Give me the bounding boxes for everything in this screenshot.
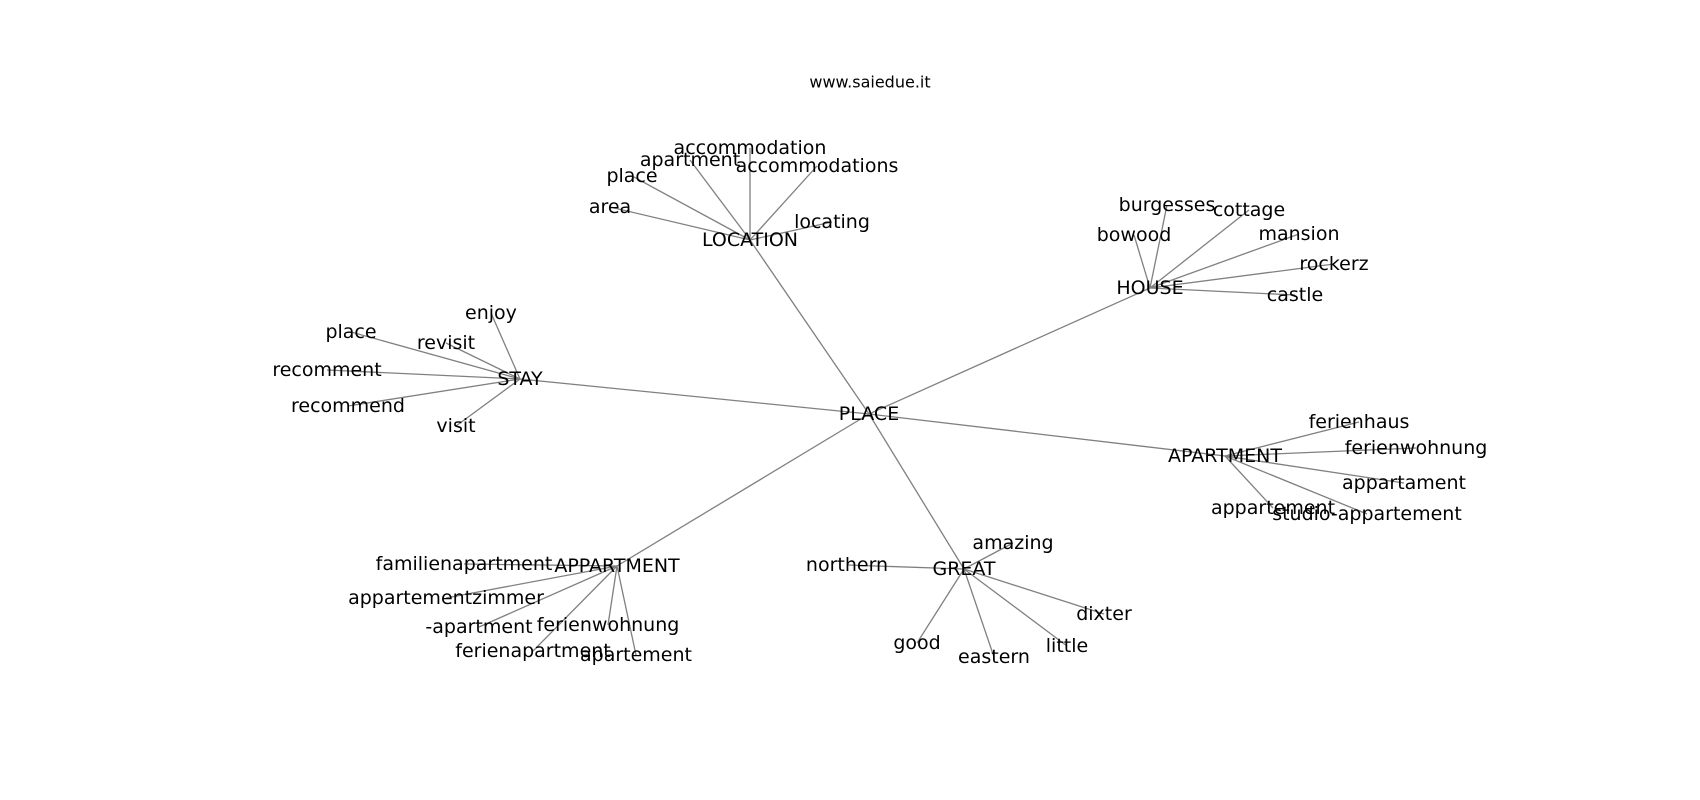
leaf-node-great-3: good — [893, 632, 940, 654]
root-node-label: PLACE — [839, 403, 899, 425]
leaf-node-location-3: accommodation — [674, 137, 827, 159]
edge-appartment-leaf-2 — [478, 565, 618, 628]
leaf-node-stay-1: place — [325, 321, 376, 343]
edge-great-leaf-3 — [916, 568, 965, 644]
edge-house-leaf-0 — [1133, 234, 1151, 289]
hub-node-appartment: APPARTMENT — [554, 555, 680, 577]
leaf-node-appartment-5: apartement — [580, 644, 692, 666]
leaf-node-location-1: place — [606, 165, 657, 187]
edge-root-house — [868, 287, 1151, 415]
edge-root-great — [868, 413, 965, 570]
edge-apartment-leaf-1 — [1224, 447, 1417, 457]
edge-appartment-leaf-5 — [616, 565, 637, 656]
edge-house-leaf-2 — [1149, 209, 1250, 289]
leaf-node-house-1: burgesses — [1119, 194, 1216, 216]
edge-apartment-leaf-3 — [1224, 455, 1274, 509]
edge-stay-leaf-4 — [347, 378, 521, 407]
edge-apartment-leaf-0 — [1224, 421, 1360, 457]
leaf-node-location-4: accommodations — [736, 155, 899, 177]
edge-stay-leaf-0 — [490, 312, 521, 380]
edge-appartment-leaf-4 — [532, 565, 618, 652]
leaf-node-stay-5: visit — [436, 415, 475, 437]
leaf-node-appartment-3: ferienwohnung — [537, 614, 680, 636]
edge-stay-leaf-5 — [455, 378, 521, 427]
leaf-node-appartment-2: -apartment — [425, 616, 532, 638]
leaf-node-great-2: dixter — [1076, 603, 1132, 625]
leaf-node-house-2: cottage — [1213, 199, 1285, 221]
edge-great-leaf-5 — [963, 568, 1068, 647]
edge-root-appartment — [616, 413, 870, 567]
leaf-node-great-0: amazing — [972, 532, 1053, 554]
edge-root-stay — [519, 378, 870, 415]
leaf-node-location-2: apartment — [640, 149, 740, 171]
edge-great-leaf-0 — [963, 542, 1014, 570]
edge-apartment-leaf-4 — [1224, 455, 1368, 515]
hub-node-stay: STAY — [497, 368, 543, 390]
leaf-node-location-5: locating — [794, 211, 870, 233]
edge-house-leaf-3 — [1149, 233, 1300, 289]
edge-stay-leaf-1 — [350, 331, 521, 380]
leaf-node-house-3: mansion — [1258, 223, 1339, 245]
edge-appartment-leaf-1 — [445, 565, 618, 599]
leaf-node-stay-3: recomment — [272, 359, 381, 381]
edge-house-leaf-4 — [1149, 263, 1335, 289]
leaf-node-house-5: castle — [1267, 284, 1323, 306]
edge-apartment-leaf-2 — [1224, 455, 1405, 484]
hub-node-house: HOUSE — [1116, 277, 1183, 299]
edge-location-leaf-4 — [749, 165, 818, 241]
edge-location-leaf-2 — [689, 159, 751, 241]
node-layer: PLACELOCATIONareaplaceapartmentaccommoda… — [272, 137, 1487, 668]
leaf-node-stay-4: recommend — [291, 395, 405, 417]
edge-appartment-leaf-0 — [463, 563, 618, 567]
hub-node-great: GREAT — [932, 558, 995, 580]
leaf-node-appartment-0: familienapartment — [376, 553, 553, 575]
leaf-node-house-4: rockerz — [1299, 253, 1368, 275]
edge-stay-leaf-2 — [445, 342, 521, 380]
edge-great-leaf-1 — [846, 564, 965, 570]
edge-great-leaf-2 — [963, 568, 1105, 615]
leaf-node-great-5: little — [1046, 635, 1088, 657]
edge-layer — [326, 148, 1417, 658]
leaf-node-apartment-1: ferienwohnung — [1345, 437, 1488, 459]
edge-stay-leaf-3 — [326, 369, 521, 380]
edge-root-apartment — [868, 413, 1226, 457]
leaf-node-stay-2: revisit — [417, 332, 475, 354]
edge-location-leaf-5 — [749, 221, 833, 241]
leaf-node-great-1: northern — [806, 554, 888, 576]
edge-root-location — [749, 239, 870, 415]
leaf-node-location-0: area — [589, 196, 631, 218]
leaf-node-stay-0: enjoy — [465, 302, 517, 324]
edge-location-leaf-0 — [609, 206, 751, 241]
leaf-node-great-4: eastern — [958, 646, 1030, 668]
leaf-node-appartment-4: ferienapartment — [455, 640, 611, 662]
watermark-text: www.saiedue.it — [809, 73, 930, 92]
edge-house-leaf-1 — [1149, 204, 1168, 289]
leaf-node-apartment-3: appartement — [1211, 497, 1335, 519]
edge-location-leaf-1 — [631, 175, 751, 241]
hub-node-location: LOCATION — [702, 229, 798, 251]
leaf-node-apartment-0: ferienhaus — [1309, 411, 1410, 433]
edge-appartment-leaf-3 — [607, 565, 618, 626]
hub-node-apartment: APARTMENT — [1168, 445, 1282, 467]
leaf-node-apartment-2: appartament — [1342, 472, 1466, 494]
leaf-node-house-0: bowood — [1097, 224, 1172, 246]
edge-great-leaf-4 — [963, 568, 995, 658]
edge-house-leaf-5 — [1149, 287, 1296, 296]
leaf-node-apartment-4: studio-appartement — [1272, 503, 1462, 525]
leaf-node-appartment-1: appartementzimmer — [348, 587, 544, 609]
